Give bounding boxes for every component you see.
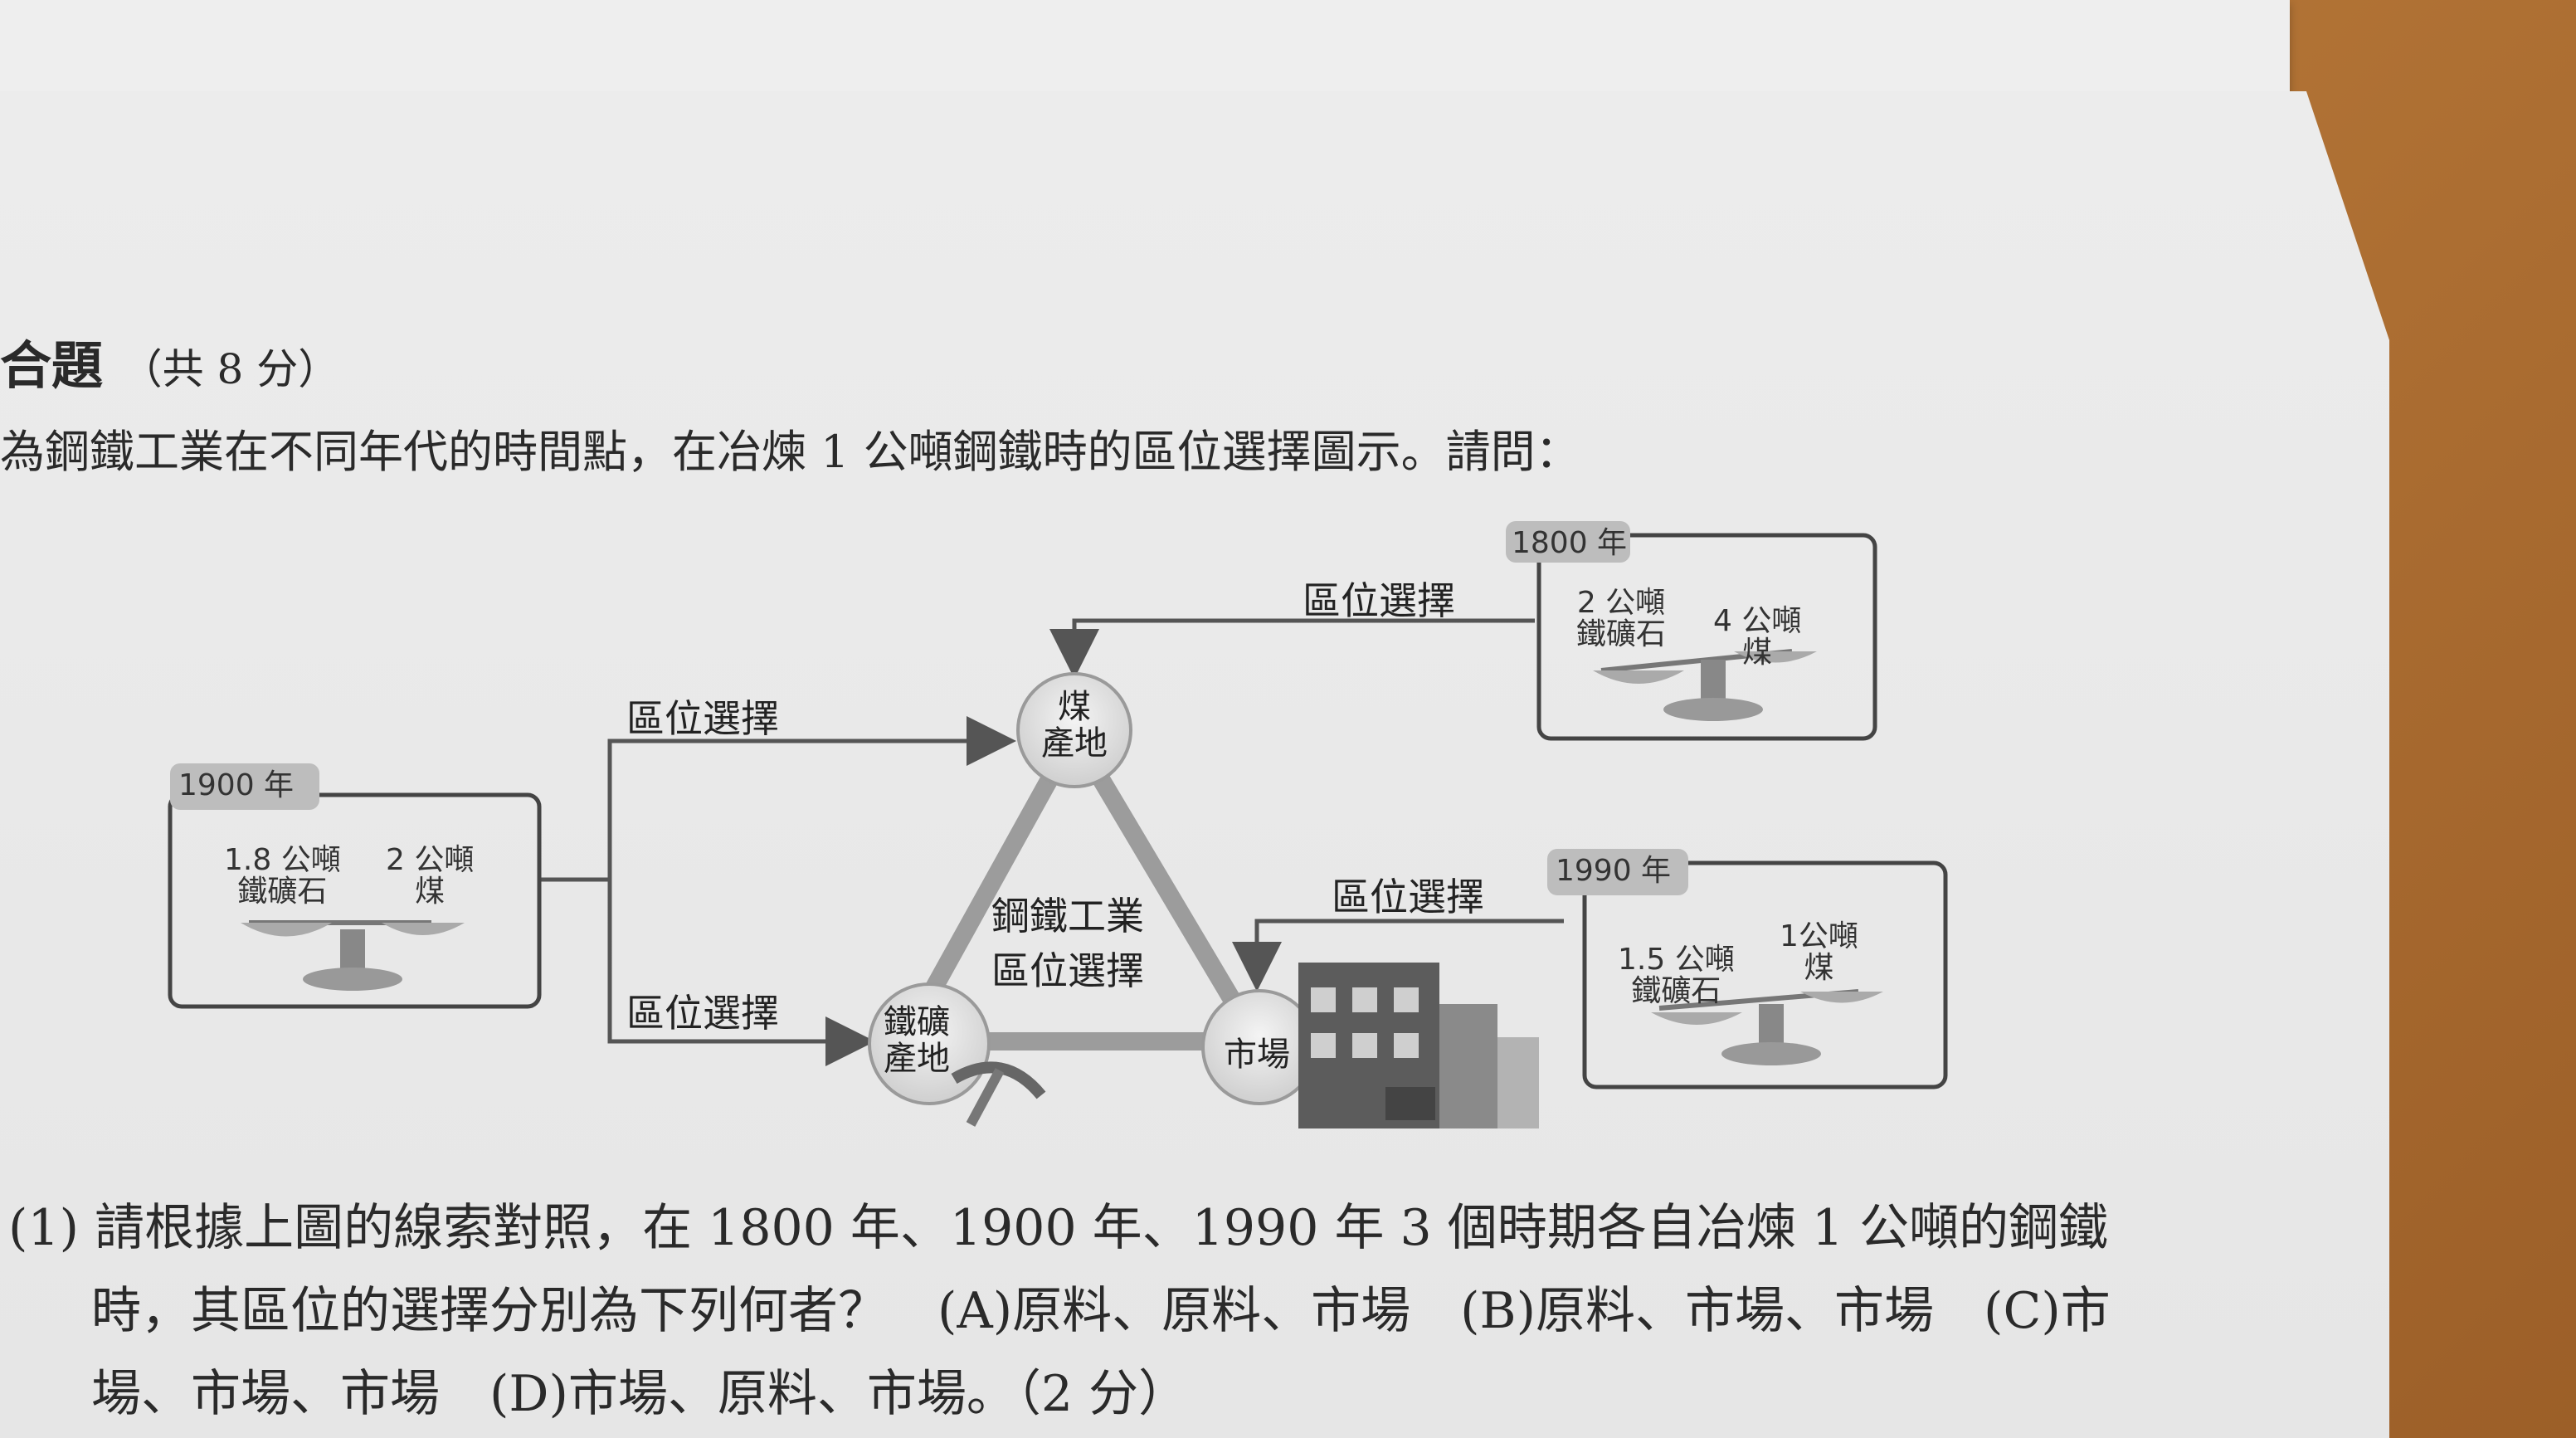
arrow-1900-branch [607, 880, 875, 1066]
arrow-label-1800: 區位選擇 [1303, 578, 1455, 623]
panel-1990-year: 1990 年 [1556, 854, 1672, 888]
panel-1990-right-item: 煤 [1804, 951, 1834, 985]
iron-node-line1: 鐵礦 [884, 1003, 950, 1041]
panel-1800-left-amount: 2 公噸 [1576, 586, 1666, 620]
section-points: （共 8 分） [120, 345, 340, 393]
panel-1900-left-amount: 1.8 公噸 [224, 843, 341, 877]
question-line1: 請根據上圖的線索對照，在 1800 年、1900 年、1990 年 3 個時期各… [95, 1199, 2109, 1257]
arrow-1990 [1232, 919, 1564, 992]
panel-1800-right-amount: 4 公噸 [1713, 604, 1802, 638]
balance-scale-icon [1651, 989, 1883, 1065]
coal-node-line2: 產地 [1041, 724, 1108, 763]
coal-node-line1: 煤 [1058, 688, 1091, 726]
panel-1990-left-item: 鐵礦石 [1631, 974, 1721, 1008]
panel-1990-left-amount: 1.5 公噸 [1618, 943, 1735, 977]
panel-1990-right-amount: 1公噸 [1780, 919, 1858, 953]
section-heading: 合題 （共 8 分） [0, 324, 339, 398]
balance-scale-icon [241, 920, 465, 991]
worksheet-page [0, 91, 2389, 1438]
section-title: 合題 [0, 335, 104, 396]
question-line2: 時，其區位的選擇分別為下列何者？ (A)原料、原料、市場 (B)原料、市場、市場… [91, 1282, 2111, 1340]
panel-1900 [168, 763, 542, 1009]
center-label: 鋼鐵工業 區位選擇 [991, 886, 1144, 996]
panel-1990-right: 1公噸 煤 [1780, 921, 1858, 984]
triangle-edges [895, 725, 1266, 1050]
arrow-label-1900-top: 區位選擇 [626, 696, 779, 741]
arrow-1800 [1049, 618, 1535, 679]
coal-node-label: 煤 產地 [1041, 689, 1108, 762]
panel-1800-right: 4 公噸 煤 [1713, 606, 1801, 669]
panel-1900-left-item: 鐵礦石 [237, 875, 328, 909]
arrow-label-1990: 區位選擇 [1332, 875, 1484, 919]
panel-1900-right: 2 公噸 煤 [386, 845, 474, 908]
center-label-line2: 區位選擇 [991, 948, 1144, 993]
panel-1800 [1506, 521, 1877, 741]
coal-node [1016, 672, 1132, 788]
panel-1900-left: 1.8 公噸 鐵礦石 [224, 845, 341, 908]
question-1: (1) 請根據上圖的線索對照，在 1800 年、1900 年、1990 年 3 … [8, 1187, 2108, 1270]
factory-icon [1298, 963, 1539, 1128]
panel-1900-right-amount: 2 公噸 [386, 843, 475, 877]
iron-node-line2: 產地 [884, 1040, 950, 1078]
panel-1800-year: 1800 年 [1512, 526, 1628, 560]
panel-1990 [1547, 849, 1948, 1089]
panel-1900-right-item: 煤 [415, 875, 446, 909]
market-node-label: 市場 [1224, 1036, 1290, 1074]
panel-1800-right-item: 煤 [1742, 636, 1773, 670]
panel-1800-left-item: 鐵礦石 [1576, 617, 1667, 651]
panel-1990-left: 1.5 公噸 鐵礦石 [1618, 944, 1735, 1007]
arrow-1900-stem [539, 716, 1016, 882]
panel-1900-year: 1900 年 [178, 768, 295, 802]
panel-1800-left: 2 公噸 鐵礦石 [1576, 587, 1666, 651]
question-line3: 場、市場、市場 (D)市場、原料、市場。（2 分） [91, 1365, 1189, 1423]
iron-node-label: 鐵礦 產地 [884, 1004, 950, 1077]
question-number: (1) [8, 1199, 79, 1257]
center-label-line1: 鋼鐵工業 [991, 894, 1144, 938]
balance-scale-icon [1593, 649, 1817, 721]
pickaxe-icon [951, 1061, 1046, 1127]
intro-text: 為鋼鐵工業在不同年代的時間點，在冶煉 1 公噸鋼鐵時的區位選擇圖示。請問： [0, 426, 1580, 478]
arrow-label-1900-bottom: 區位選擇 [626, 991, 779, 1036]
